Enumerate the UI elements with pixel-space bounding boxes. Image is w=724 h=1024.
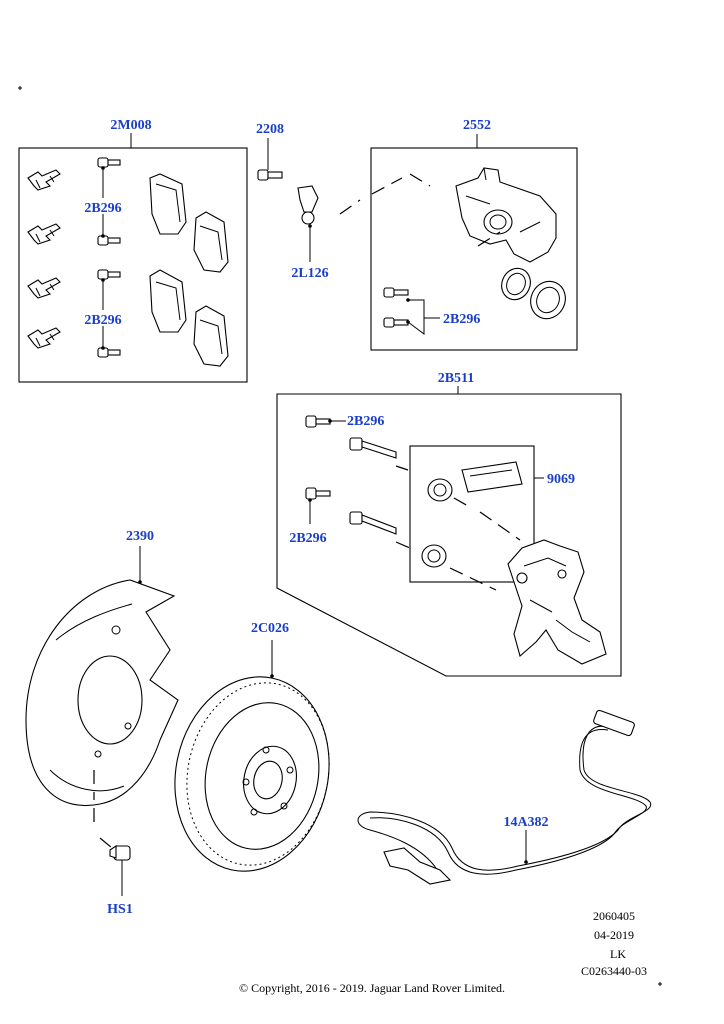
pad-kit-box bbox=[18, 147, 248, 383]
sensor-group: 14A382 bbox=[357, 709, 652, 885]
callout-2B296-b[interactable]: 2B296 bbox=[84, 313, 121, 328]
bleed-screw-group: 2208 2L126 bbox=[256, 122, 431, 281]
dust-cap[interactable] bbox=[297, 185, 319, 225]
callout-2B296-a[interactable]: 2B296 bbox=[84, 201, 121, 216]
corner-marks bbox=[18, 86, 662, 986]
callout-14A382[interactable]: 14A382 bbox=[503, 815, 548, 830]
pad-kit-group: 2M008 2B296 2B296 bbox=[18, 118, 248, 383]
caliper-bolts[interactable] bbox=[383, 287, 409, 328]
guide-boots[interactable] bbox=[421, 478, 453, 568]
bleed-screw[interactable] bbox=[257, 169, 283, 181]
ref-line-4: C0263440-03 bbox=[581, 964, 647, 978]
carrier-group: 2B511 2B296 2B296 9069 bbox=[276, 371, 622, 677]
wear-sensor[interactable] bbox=[357, 709, 652, 885]
guide-pin-bolts[interactable] bbox=[305, 415, 397, 535]
reference-block: 2060405 04-2019 LK C0263440-03 bbox=[581, 909, 647, 978]
callout-2552[interactable]: 2552 bbox=[463, 118, 491, 133]
shield-group: 2390 HS1 bbox=[25, 529, 179, 917]
brake-pads[interactable] bbox=[149, 173, 229, 367]
copyright-text: © Copyright, 2016 - 2019. Jaguar Land Ro… bbox=[239, 981, 505, 995]
caliper-housing[interactable] bbox=[455, 167, 557, 263]
brake-disc[interactable] bbox=[157, 662, 346, 885]
callout-2390[interactable]: 2390 bbox=[126, 529, 154, 544]
caliper-group: 2552 2B296 bbox=[370, 118, 578, 351]
callout-2208[interactable]: 2208 bbox=[256, 122, 284, 137]
ref-line-1: 2060405 bbox=[593, 909, 635, 923]
caliper-carrier[interactable] bbox=[507, 539, 607, 665]
callout-HS1[interactable]: HS1 bbox=[107, 902, 133, 917]
boot-kit-box bbox=[409, 445, 535, 583]
callout-2B296-e[interactable]: 2B296 bbox=[289, 531, 326, 546]
callout-2M008[interactable]: 2M008 bbox=[110, 118, 151, 133]
callout-2B296-c[interactable]: 2B296 bbox=[443, 312, 480, 327]
ref-line-2: 04-2019 bbox=[594, 928, 634, 942]
callout-2C026[interactable]: 2C026 bbox=[251, 621, 289, 636]
caliper-box bbox=[370, 147, 578, 351]
pad-clips[interactable] bbox=[27, 169, 61, 349]
dust-shield[interactable] bbox=[25, 579, 179, 807]
callout-2B511[interactable]: 2B511 bbox=[438, 371, 475, 386]
disc-group: 2C026 bbox=[157, 621, 346, 885]
ref-line-3: LK bbox=[610, 947, 626, 961]
carrier-box bbox=[276, 393, 622, 677]
piston-seals[interactable] bbox=[497, 264, 572, 325]
callout-9069[interactable]: 9069 bbox=[547, 472, 575, 487]
callout-2L126[interactable]: 2L126 bbox=[291, 266, 328, 281]
retaining-screw[interactable] bbox=[109, 844, 131, 861]
grease-sachet[interactable] bbox=[461, 461, 523, 493]
callout-2B296-d[interactable]: 2B296 bbox=[347, 414, 384, 429]
